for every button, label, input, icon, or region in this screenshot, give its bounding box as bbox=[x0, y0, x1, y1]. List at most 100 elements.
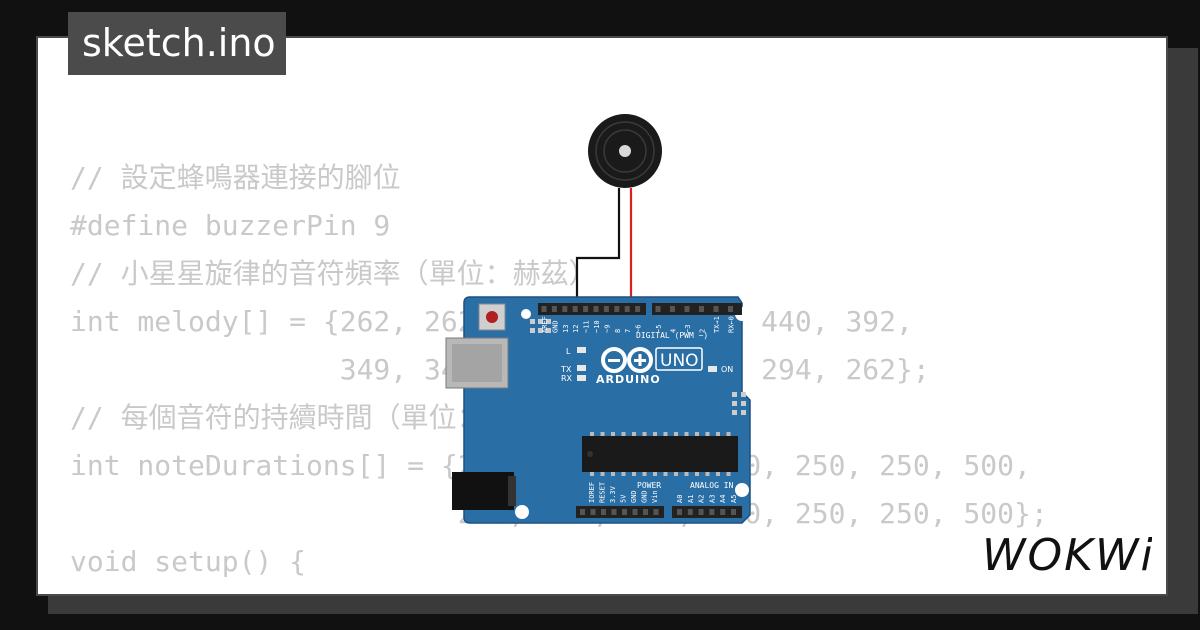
icsp-pin bbox=[538, 328, 543, 333]
chip-pin bbox=[695, 472, 699, 476]
header-pin[interactable] bbox=[593, 306, 599, 312]
buzzer-ring-inner bbox=[603, 129, 647, 173]
header-pin[interactable] bbox=[635, 306, 641, 312]
chip-pin bbox=[726, 432, 731, 436]
arduino-logo bbox=[601, 347, 653, 373]
icsp-pin bbox=[546, 328, 551, 333]
power-pin-label: GND bbox=[630, 490, 638, 503]
header-pin[interactable] bbox=[728, 306, 733, 312]
code-line: #define buzzerPin 9 bbox=[70, 209, 391, 242]
header-pin[interactable] bbox=[632, 509, 638, 515]
led-l-label: L bbox=[566, 347, 571, 356]
chip-pin bbox=[695, 432, 699, 436]
power-pin-label: 3.3V bbox=[609, 485, 617, 503]
digital-pin-label: 2 bbox=[699, 329, 707, 333]
analog-pin-label: A1 bbox=[687, 495, 695, 503]
power-label: POWER bbox=[637, 481, 661, 490]
power-pin-label: Vin bbox=[651, 490, 659, 503]
header-pin[interactable] bbox=[698, 509, 704, 515]
chip-pin bbox=[642, 432, 647, 436]
digital-pin-label: ~11 bbox=[583, 320, 591, 333]
power-pin-label: RESET bbox=[599, 481, 607, 503]
digital-pin-label: GND bbox=[551, 320, 559, 333]
header-pin[interactable] bbox=[551, 306, 557, 312]
header-pin[interactable] bbox=[655, 306, 661, 312]
header-pin[interactable] bbox=[590, 509, 596, 515]
header-pin[interactable] bbox=[643, 509, 648, 515]
icsp-pin bbox=[741, 410, 746, 415]
digital-pin-label: 7 bbox=[624, 329, 632, 333]
analog-pin-label: A2 bbox=[698, 495, 706, 503]
chip-pin bbox=[600, 432, 605, 436]
led-tx bbox=[577, 365, 586, 371]
header-pin[interactable] bbox=[614, 306, 620, 312]
chip-pin bbox=[663, 432, 668, 436]
header-pin[interactable] bbox=[684, 306, 690, 312]
icsp-pin bbox=[530, 319, 535, 324]
header-pin[interactable] bbox=[611, 509, 617, 515]
chip-pin bbox=[684, 472, 689, 476]
power-pin-label: GND bbox=[641, 490, 649, 503]
mount-hole bbox=[515, 505, 529, 519]
icsp-pin bbox=[530, 328, 535, 333]
icsp-pin bbox=[732, 392, 737, 397]
digital-label: DIGITAL (PWM ~) bbox=[636, 331, 708, 340]
header-pin[interactable] bbox=[603, 306, 609, 312]
header-pin[interactable] bbox=[541, 306, 547, 312]
uno-text: UNO bbox=[660, 351, 699, 371]
chip-pin bbox=[632, 472, 636, 476]
file-tab[interactable]: sketch.ino bbox=[68, 12, 286, 75]
led-tx-label: TX bbox=[560, 365, 572, 374]
header-pin[interactable] bbox=[624, 306, 630, 312]
led-rx bbox=[577, 375, 586, 381]
led-on bbox=[708, 366, 717, 372]
chip-pin bbox=[716, 432, 720, 436]
header-pin[interactable] bbox=[677, 509, 682, 515]
header-pin[interactable] bbox=[601, 509, 606, 515]
power-pin-label: IOREF bbox=[588, 482, 596, 503]
led-on-label: ON bbox=[721, 365, 733, 374]
chip-pin bbox=[653, 432, 657, 436]
icsp-header bbox=[530, 319, 551, 333]
header-pin[interactable] bbox=[583, 306, 589, 312]
chip-pin bbox=[705, 472, 710, 476]
icsp-pin bbox=[538, 319, 543, 324]
header-pin[interactable] bbox=[709, 509, 715, 515]
header-pin[interactable] bbox=[580, 509, 585, 515]
chip-notch bbox=[587, 451, 593, 457]
mount-hole bbox=[735, 483, 749, 497]
wire-black[interactable] bbox=[575, 188, 621, 308]
analog-pin-label: A5 bbox=[730, 495, 738, 503]
header-pin[interactable] bbox=[622, 509, 627, 515]
header-pin[interactable] bbox=[562, 306, 568, 312]
chip-pin bbox=[590, 472, 594, 476]
icsp-pin bbox=[732, 410, 737, 415]
header-pin[interactable] bbox=[653, 509, 659, 515]
header-pin[interactable] bbox=[687, 509, 693, 515]
header-pin[interactable] bbox=[699, 306, 704, 312]
wokwi-logo-text: WOKWi bbox=[982, 530, 1152, 580]
wokwi-logo: WOKWi bbox=[982, 530, 1152, 580]
analog-label: ANALOG IN bbox=[690, 481, 734, 490]
header-pin[interactable] bbox=[731, 509, 736, 515]
header-pin[interactable] bbox=[572, 306, 578, 312]
header-pin[interactable] bbox=[670, 306, 675, 312]
power-header bbox=[576, 506, 664, 518]
led-l bbox=[577, 347, 586, 353]
header-pin[interactable] bbox=[720, 509, 726, 515]
chip-pin bbox=[653, 472, 657, 476]
chip-pin bbox=[611, 472, 615, 476]
chip-pin bbox=[716, 472, 720, 476]
chip-pin bbox=[600, 472, 605, 476]
digital-pin-label: ~9 bbox=[603, 325, 611, 333]
mount-hole bbox=[521, 309, 531, 319]
buzzer[interactable] bbox=[588, 114, 662, 188]
power-jack bbox=[452, 472, 514, 510]
chip-pin bbox=[611, 432, 615, 436]
icsp-pin bbox=[741, 401, 746, 406]
buzzer-ring bbox=[595, 121, 655, 181]
header-pin[interactable] bbox=[713, 306, 719, 312]
analog-pin-label: A3 bbox=[708, 495, 716, 503]
